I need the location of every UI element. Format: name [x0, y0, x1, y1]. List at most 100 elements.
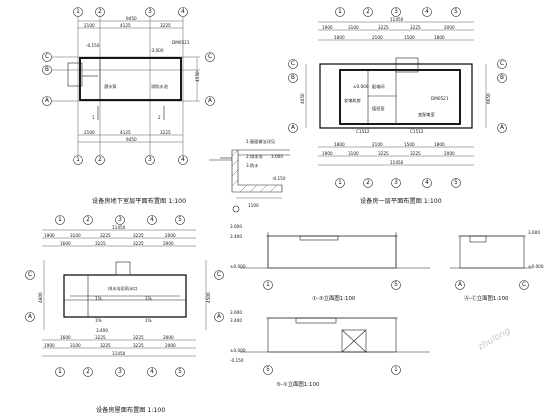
svg-text:3225: 3225 — [133, 335, 144, 340]
svg-text:1%: 1% — [95, 296, 102, 301]
svg-text:1%: 1% — [145, 318, 152, 323]
svg-text:1: 1 — [338, 9, 342, 15]
roof-plan-title: 设备房屋面布置图 1:100 — [96, 406, 165, 414]
svg-text:3225: 3225 — [378, 25, 389, 30]
svg-text:3.400: 3.400 — [230, 318, 242, 323]
svg-text:C1512: C1512 — [410, 129, 424, 134]
watermark: zhulong — [476, 326, 513, 353]
svg-text:±0.000: ±0.000 — [230, 348, 246, 353]
svg-text:5: 5 — [454, 9, 458, 15]
svg-text:3225: 3225 — [100, 343, 111, 348]
svg-text:1500: 1500 — [404, 142, 415, 147]
svg-text:4550: 4550 — [195, 71, 200, 82]
svg-text:9450: 9450 — [126, 137, 137, 142]
svg-text:2000: 2000 — [163, 241, 174, 246]
basement-plan-title: 设备房地下室层平面布置图 1:100 — [92, 197, 186, 205]
svg-text:3100: 3100 — [348, 151, 359, 156]
svg-text:2: 2 — [86, 217, 90, 223]
basement-top-axes: 1 2 3 4 — [73, 7, 188, 17]
svg-text:C: C — [500, 61, 504, 67]
svg-text:3.600: 3.600 — [528, 230, 540, 235]
svg-text:3: 3 — [148, 9, 152, 15]
svg-text:2000: 2000 — [444, 25, 455, 30]
room-pump: 潜水泵 — [104, 83, 117, 90]
svg-text:1900: 1900 — [44, 233, 55, 238]
svg-text:2100: 2100 — [372, 142, 383, 147]
svg-text:1: 1 — [58, 217, 62, 223]
elevation-5-1: 3.600 3.400 ±0.000 -0.150 5 1 ⑤-①立面图1:10… — [230, 310, 430, 388]
svg-text:2: 2 — [366, 180, 370, 186]
svg-text:3: 3 — [118, 369, 122, 375]
basement-plan: 1 2 3 4 9450 2100 4125 3225 潜水泵 消防水池 DM0… — [42, 7, 215, 205]
svg-text:1600: 1600 — [60, 335, 71, 340]
svg-text:1800: 1800 — [434, 35, 445, 40]
svg-text:1: 1 — [92, 115, 95, 120]
svg-text:1: 1 — [266, 282, 270, 288]
svg-text:5: 5 — [266, 367, 270, 373]
svg-text:4125: 4125 — [120, 130, 131, 135]
svg-text:1800: 1800 — [434, 142, 445, 147]
svg-text:1900: 1900 — [44, 343, 55, 348]
svg-text:3225: 3225 — [160, 130, 171, 135]
svg-text:A: A — [208, 98, 212, 104]
svg-text:3.000: 3.000 — [271, 154, 283, 159]
svg-text:5: 5 — [178, 369, 182, 375]
svg-text:4500: 4500 — [206, 292, 211, 303]
roof-note: 排水沟及雨水口 — [108, 285, 137, 292]
svg-text:1900: 1900 — [322, 151, 333, 156]
svg-text:2000: 2000 — [165, 233, 176, 238]
svg-text:2: 2 — [158, 115, 161, 120]
svg-text:4: 4 — [425, 9, 429, 15]
svg-text:11450: 11450 — [112, 351, 126, 356]
svg-text:±0.000: ±0.000 — [528, 264, 544, 269]
svg-text:3225: 3225 — [100, 233, 111, 238]
svg-text:3: 3 — [118, 217, 122, 223]
svg-text:2000: 2000 — [163, 335, 174, 340]
svg-text:1500: 1500 — [404, 35, 415, 40]
svg-text:4: 4 — [150, 369, 154, 375]
svg-text:3: 3 — [394, 9, 398, 15]
svg-text:-0.150: -0.150 — [230, 358, 244, 363]
first-top-axes: 1 2 3 4 5 — [335, 7, 461, 17]
svg-text:1800: 1800 — [334, 142, 345, 147]
elevation-5-1-title: ⑤-①立面图1:100 — [276, 380, 320, 388]
svg-text:4: 4 — [181, 157, 185, 163]
room-generator: 发电机房 — [344, 97, 361, 104]
svg-text:C: C — [28, 272, 32, 278]
svg-text:3225: 3225 — [133, 241, 144, 246]
svg-text:3225: 3225 — [95, 241, 106, 246]
first-total-dim: 11450 — [390, 17, 404, 22]
room-distribution: 配电间 — [372, 83, 385, 90]
svg-text:A: A — [500, 125, 504, 131]
roof-plan: 1 2 3 4 5 11450 1900 3100 3225 3225 2000… — [25, 215, 224, 414]
svg-text:DM0521: DM0521 — [172, 40, 190, 45]
svg-text:5: 5 — [178, 217, 182, 223]
svg-text:3.400: 3.400 — [96, 328, 108, 333]
room-duty: 值班室 — [372, 105, 385, 112]
svg-text:1: 1 — [76, 9, 80, 15]
svg-text:3.400: 3.400 — [230, 234, 242, 239]
svg-text:C: C — [522, 282, 526, 288]
room-substation: 变配电室 — [418, 111, 435, 118]
svg-text:3: 3 — [394, 180, 398, 186]
svg-text:3: 3 — [148, 157, 152, 163]
svg-text:2100: 2100 — [84, 23, 95, 28]
svg-text:5: 5 — [454, 180, 458, 186]
svg-text:2000: 2000 — [165, 343, 176, 348]
svg-text:3100: 3100 — [348, 25, 359, 30]
svg-text:1600: 1600 — [60, 241, 71, 246]
svg-text:4: 4 — [181, 9, 185, 15]
svg-text:4: 4 — [425, 180, 429, 186]
svg-text:1: 1 — [338, 180, 342, 186]
svg-text:-0.150: -0.150 — [272, 176, 286, 181]
svg-text:2.排水沟: 2.排水沟 — [246, 153, 263, 160]
svg-text:3225: 3225 — [410, 25, 421, 30]
basement-total-dim: 9450 — [126, 16, 137, 21]
elevation-1-5-title: ①-⑤立面图1:100 — [312, 294, 356, 302]
svg-text:3225: 3225 — [95, 335, 106, 340]
svg-text:1%: 1% — [95, 318, 102, 323]
svg-text:1800: 1800 — [334, 35, 345, 40]
svg-text:3.防水: 3.防水 — [246, 162, 259, 169]
svg-text:3225: 3225 — [133, 233, 144, 238]
first-floor-plan: 1 2 3 4 5 11450 1900 3100 3225 3225 2000… — [288, 7, 507, 205]
